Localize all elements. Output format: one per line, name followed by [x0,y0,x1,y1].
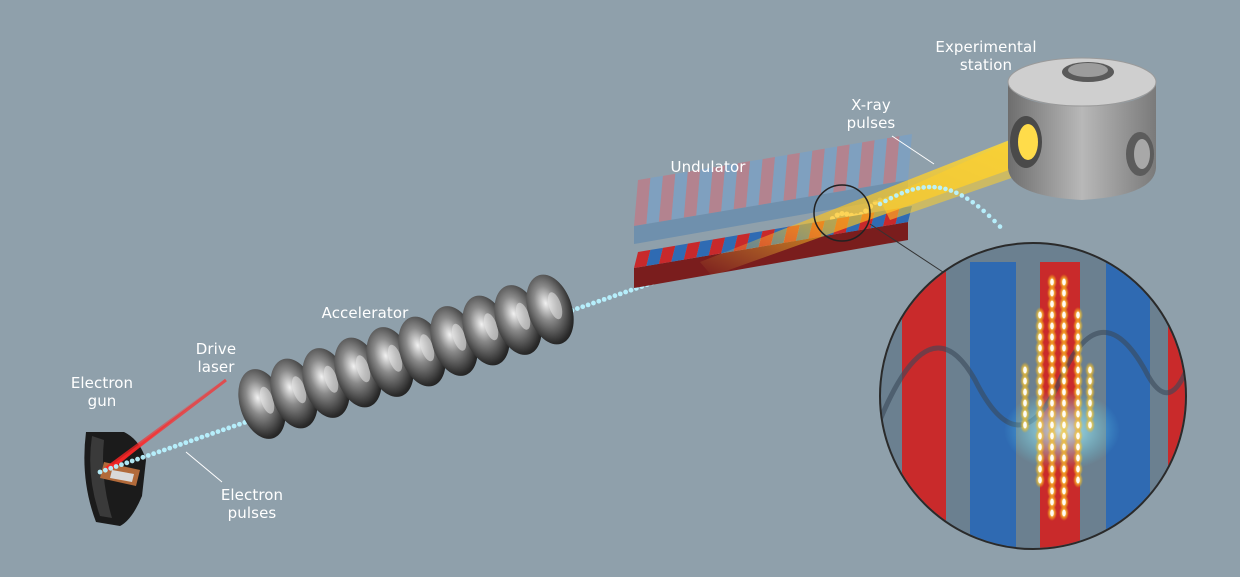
electron-pulses-label-line1: Electron [220,486,284,504]
experimental-station [1007,57,1157,200]
magnified-inset [879,242,1187,550]
drive-laser-label-line2: laser [197,358,235,376]
drive-laser-label: Drive laser [186,340,246,376]
electron-pulses-pointer [185,451,223,483]
undulator-label: Undulator [660,158,756,176]
electron-gun [84,432,146,526]
accelerator [238,274,574,439]
xray-pulses-label-line1: X-ray [851,96,891,114]
xray-pulses-label-line2: pulses [846,114,896,132]
electron-pulses-label-line2: pulses [227,504,277,522]
undulator-label-text: Undulator [670,158,746,176]
accelerator-label-text: Accelerator [321,304,409,322]
electron-gun-label-line2: gun [87,392,117,410]
experimental-station-label-line1: Experimental [935,38,1037,56]
electron-dump-path [877,184,1003,229]
experimental-station-label-line2: station [959,56,1013,74]
electron-gun-label: Electron gun [60,374,144,410]
accelerator-label: Accelerator [310,304,420,322]
electron-gun-label-line1: Electron [70,374,134,392]
xray-pulses-label: X-ray pulses [836,96,906,132]
experimental-station-label: Experimental station [926,38,1046,74]
drive-laser-beam [104,382,220,470]
electron-pulses-label: Electron pulses [210,486,294,522]
xray-pulses-pointer [891,135,935,165]
magnifier-source-circle [813,184,871,242]
drive-laser-label-line1: Drive [195,340,237,358]
undulator [634,134,912,288]
